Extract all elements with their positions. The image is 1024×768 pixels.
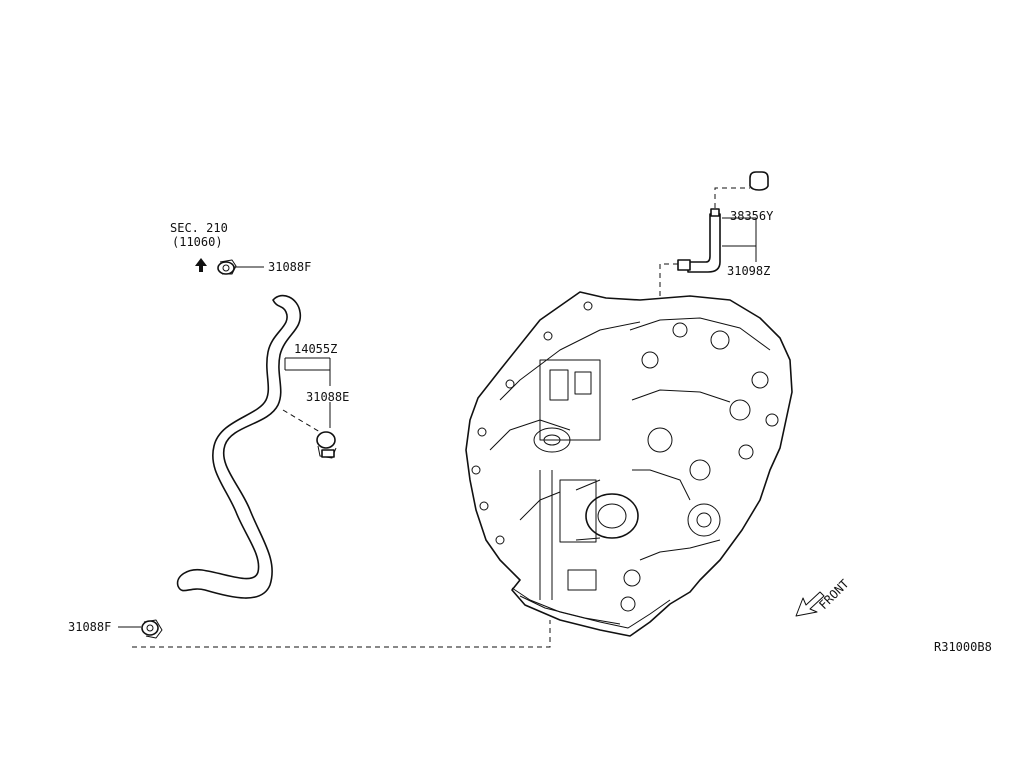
arrow-up-icon — [195, 258, 207, 272]
vent-cap-label: 38356Y — [730, 209, 774, 223]
clamp-mid-label: 31088E — [306, 390, 349, 404]
clamp-top-part[interactable] — [217, 259, 264, 275]
section-label: SEC. 210 — [170, 221, 228, 235]
section-ref-label: (11060) — [172, 235, 223, 249]
hose-callout — [282, 357, 331, 433]
transmission-assembly[interactable] — [465, 291, 793, 637]
hose-label: 14055Z — [294, 342, 337, 356]
clamp-top-label: 31088F — [268, 260, 311, 274]
section-reference: SEC. 210 (11060) — [170, 221, 228, 272]
diagram-id: R31000B8 — [934, 640, 992, 654]
vent-cap-part[interactable] — [749, 171, 769, 191]
clamp-bottom-part[interactable] — [141, 619, 163, 639]
vent-tube-label: 31098Z — [727, 264, 770, 278]
hose-part[interactable] — [176, 294, 302, 599]
drain-connection-line — [132, 620, 551, 648]
front-indicator: FRONT — [795, 577, 852, 617]
clamp-bottom-label: 31088F — [68, 620, 111, 634]
vent-tube-part[interactable] — [677, 208, 721, 273]
vent-callout — [659, 187, 757, 300]
front-label: FRONT — [816, 577, 851, 612]
clamp-mid-part[interactable] — [316, 431, 337, 459]
front-arrow-icon — [795, 591, 825, 617]
